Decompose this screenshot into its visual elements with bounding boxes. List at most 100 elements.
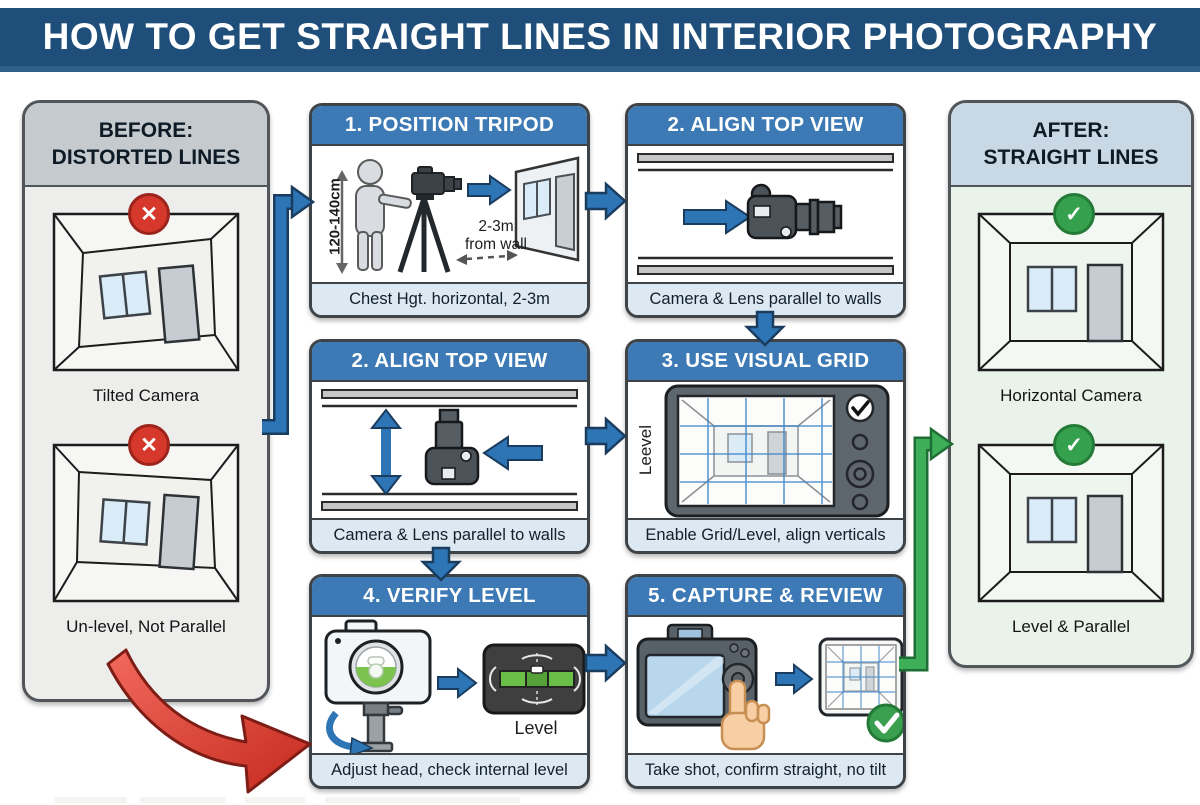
bottom-crop-artifact bbox=[245, 797, 305, 803]
check-icon bbox=[845, 393, 875, 423]
step-illustration bbox=[628, 617, 903, 755]
step-title: 4. VERIFY LEVEL bbox=[312, 577, 587, 617]
before-heading-line2: DISTORTED LINES bbox=[51, 146, 241, 169]
person-icon bbox=[355, 159, 412, 271]
tripod-head-icon bbox=[358, 701, 404, 753]
blue-arrow-icon bbox=[775, 662, 814, 696]
level-side-label: Leevel bbox=[636, 424, 655, 476]
door-icon bbox=[157, 264, 201, 344]
flow-arrow-step4-step5 bbox=[584, 643, 627, 683]
camera-top-view-icon bbox=[424, 408, 480, 486]
step-illustration bbox=[628, 146, 903, 284]
room-caption: Level & Parallel bbox=[1011, 617, 1131, 636]
blue-arrow-icon bbox=[467, 174, 512, 206]
window-icon bbox=[1026, 496, 1078, 544]
camera-grid-screen-scene bbox=[664, 384, 890, 518]
review-screen-icon bbox=[818, 637, 903, 717]
flow-arrow-step2b-step3 bbox=[584, 416, 627, 456]
window-icon bbox=[98, 270, 152, 320]
door-icon bbox=[1086, 494, 1124, 574]
step-illustration: 120-140cm 2-3m from wall bbox=[312, 146, 587, 284]
room-caption: Tilted Camera bbox=[92, 386, 200, 405]
before-heading-line1: BEFORE: bbox=[98, 118, 194, 142]
room-caption: Un-level, Not Parallel bbox=[66, 617, 226, 636]
after-panel: AFTER: STRAIGHT LINES ✓ Horizontal bbox=[948, 100, 1194, 668]
camera-buttons-icon bbox=[845, 433, 875, 511]
straight-room-illustration bbox=[977, 443, 1165, 603]
distance-label-line2: from wall bbox=[464, 235, 527, 253]
window-icon bbox=[1026, 265, 1078, 313]
camera-bubble-level-icon bbox=[324, 619, 432, 705]
step-caption: Chest Hgt. horizontal, 2-3m bbox=[312, 282, 587, 315]
step-caption: Camera & Lens parallel to walls bbox=[312, 518, 587, 551]
flow-arrow-step1-step2 bbox=[584, 181, 627, 221]
step-illustration: Level bbox=[312, 617, 587, 755]
wall-icon bbox=[514, 156, 580, 262]
step-box-2-align-top-view: 2. ALIGN TOP VIEW bbox=[625, 103, 906, 318]
step-title: 3. USE VISUAL GRID bbox=[628, 342, 903, 382]
door-icon bbox=[1086, 263, 1124, 343]
straight-room-illustration bbox=[977, 212, 1165, 372]
rotate-arrow-icon bbox=[326, 710, 374, 755]
before-panel-heading: BEFORE: DISTORTED LINES bbox=[25, 103, 267, 187]
step-illustration: Leevel bbox=[628, 382, 903, 520]
step-caption: Camera & Lens parallel to walls bbox=[628, 282, 903, 315]
step-box-1-position-tripod: 1. POSITION TRIPOD bbox=[309, 103, 590, 318]
blue-arrow-icon bbox=[683, 199, 752, 235]
step-caption: Adjust head, check internal level bbox=[312, 753, 587, 786]
step-box-5-capture-review: 5. CAPTURE & REVIEW bbox=[625, 574, 906, 789]
camera-top-view-icon bbox=[746, 183, 843, 240]
step-box-3-use-visual-grid: 3. USE VISUAL GRID bbox=[625, 339, 906, 554]
before-example-1: ✕ Tilted Camera bbox=[51, 193, 241, 406]
step-title: 1. POSITION TRIPOD bbox=[312, 106, 587, 146]
height-label: 120-140cm bbox=[326, 178, 344, 255]
blue-arrow-left-icon bbox=[482, 435, 543, 471]
room-caption: Horizontal Camera bbox=[1000, 386, 1142, 405]
check-badge-icon: ✓ bbox=[1053, 424, 1095, 466]
x-badge-icon: ✕ bbox=[128, 424, 170, 466]
align-top-view-scene bbox=[637, 153, 894, 275]
after-panel-heading: AFTER: STRAIGHT LINES bbox=[951, 103, 1191, 187]
distance-label-line1: 2-3m bbox=[478, 218, 514, 235]
bottom-crop-artifact bbox=[55, 797, 127, 803]
bottom-crop-artifact bbox=[325, 797, 520, 803]
distance-label: 2-3m from wall bbox=[454, 218, 538, 254]
step-caption: Take shot, confirm straight, no tilt bbox=[628, 753, 903, 786]
step-box-2-align-top-view-repeat: 2. ALIGN TOP VIEW bbox=[309, 339, 590, 554]
vertical-double-arrow-icon bbox=[369, 408, 403, 496]
level-screen-label: Level bbox=[514, 718, 558, 738]
x-glyph: ✕ bbox=[140, 433, 158, 457]
after-heading-line1: AFTER: bbox=[1032, 118, 1110, 142]
distorted-room-tilted-illustration bbox=[52, 212, 240, 372]
before-panel: BEFORE: DISTORTED LINES ✕ Tilted Ca bbox=[22, 100, 270, 702]
grid-lines-icon bbox=[680, 398, 832, 504]
door-icon bbox=[158, 493, 200, 571]
step-box-4-verify-level: 4. VERIFY LEVEL bbox=[309, 574, 590, 789]
align-top-view-scene bbox=[321, 389, 578, 511]
after-example-1: ✓ Horizontal Camera bbox=[976, 193, 1166, 406]
height-double-arrow-icon bbox=[336, 170, 348, 274]
check-glyph: ✓ bbox=[1065, 433, 1083, 457]
check-badge-icon: ✓ bbox=[1053, 193, 1095, 235]
step-title: 2. ALIGN TOP VIEW bbox=[628, 106, 903, 146]
flow-connector-step5-to-after bbox=[899, 426, 955, 672]
check-glyph: ✓ bbox=[1065, 202, 1083, 226]
step-illustration bbox=[312, 382, 587, 520]
x-glyph: ✕ bbox=[140, 202, 158, 226]
x-badge-icon: ✕ bbox=[128, 193, 170, 235]
distorted-room-unlevel-illustration bbox=[52, 443, 240, 603]
after-example-2: ✓ Level & Parallel bbox=[976, 424, 1166, 637]
step-title: 2. ALIGN TOP VIEW bbox=[312, 342, 587, 382]
capture-review-scene bbox=[636, 623, 903, 751]
level-screen-icon bbox=[482, 643, 586, 715]
window-icon bbox=[99, 498, 151, 546]
step-title: 5. CAPTURE & REVIEW bbox=[628, 577, 903, 617]
bottom-crop-artifact bbox=[140, 797, 225, 803]
before-example-2: ✕ Un-level, Not Parallel bbox=[51, 424, 241, 637]
hand-icon bbox=[720, 679, 771, 751]
tripod-camera-icon bbox=[397, 166, 462, 273]
wall-lines-icon bbox=[321, 389, 578, 511]
wall-lines-icon bbox=[637, 153, 894, 275]
distance-dashed-arrow-icon bbox=[456, 250, 518, 265]
